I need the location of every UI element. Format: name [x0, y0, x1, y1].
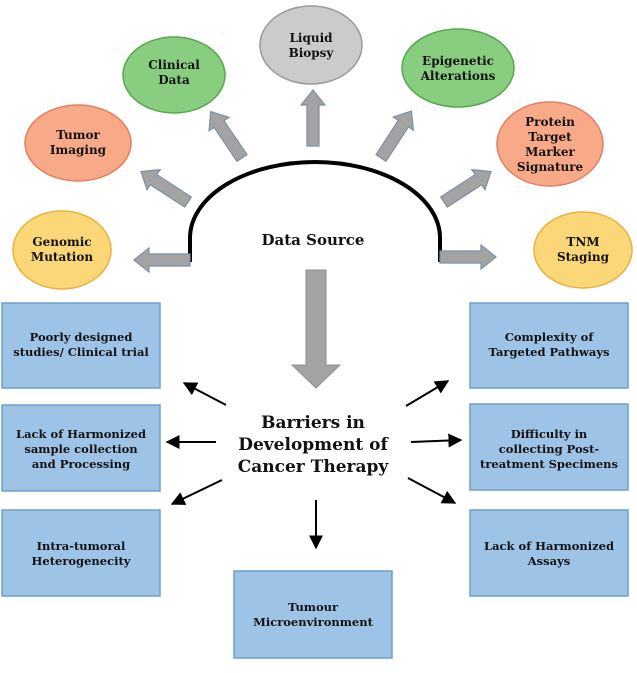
barrier-box-lack-harmonized-sample-line2: sample collection	[24, 442, 138, 456]
source-node-liquid-biopsy-line1: Liquid	[289, 31, 333, 45]
source-node-tnm-line2: Staging	[557, 250, 610, 264]
barrier-box-difficulty-collecting-line1: Difficulty in	[511, 427, 588, 441]
source-node-tumor-imaging-line2: Imaging	[50, 143, 107, 157]
barrier-box-tumour-microenvironment: Tumour Microenvironment	[233, 570, 393, 659]
barrier-box-intra-tumoral: Intra-tumoral Heterogenecity	[1, 509, 161, 597]
barrier-box-poorly-designed-line1: Poorly designed	[30, 330, 133, 344]
barriers-title-line2: Development of	[238, 435, 389, 455]
source-node-tumor-imaging: Tumor Imaging	[24, 104, 132, 182]
arrow-to-clinical	[208, 110, 248, 163]
data-source-arrows	[133, 89, 497, 274]
barrier-box-complexity-pathways-line1: Complexity of	[505, 330, 595, 344]
source-node-tnm: TNM Staging	[533, 211, 633, 289]
data-source-arch	[188, 160, 442, 262]
barrier-box-intra-tumoral-line1: Intra-tumoral	[37, 539, 126, 553]
barrier-connector-arrows	[165, 380, 463, 550]
source-node-protein-line4: Signature	[517, 160, 584, 174]
arrow-to-intra-tumoral	[170, 479, 223, 505]
barrier-box-lack-harmonized-sample-line3: and Processing	[32, 457, 130, 471]
barrier-box-intra-tumoral-line2: Heterogenecity	[32, 554, 131, 568]
arrow-to-protein	[439, 168, 492, 208]
source-node-epigenetic: Epigenetic Alterations	[401, 28, 515, 108]
source-node-genomic: Genomic Mutation	[12, 210, 112, 290]
barrier-box-lack-harmonized-sample: Lack of Harmonized sample collection and…	[1, 404, 161, 492]
arrow-to-poorly-designed	[182, 382, 227, 406]
source-node-genomic-line2: Mutation	[31, 250, 93, 264]
barrier-box-lack-harmonized-assays: Lack of Harmonized Assays	[469, 509, 629, 597]
barrier-box-poorly-designed-line2: studies/ Clinical trial	[13, 345, 149, 359]
barrier-box-difficulty-collecting-line2: collecting Post-	[499, 442, 600, 456]
source-node-protein-line1: Protein	[525, 115, 575, 129]
source-node-liquid-biopsy-line2: Biopsy	[289, 46, 335, 60]
arrow-to-liquid-biopsy	[299, 89, 327, 147]
barrier-box-difficulty-collecting: Difficulty in collecting Post- treatment…	[469, 403, 629, 491]
arrow-to-genomic	[133, 246, 191, 274]
barrier-box-tumour-microenvironment-line1: Tumour	[288, 600, 339, 614]
barrier-box-lack-harmonized-assays-line1: Lack of Harmonized	[484, 539, 614, 553]
barrier-box-lack-harmonized-assays-line2: Assays	[527, 554, 570, 568]
source-node-protein: Protein Target Marker Signature	[496, 101, 604, 187]
source-node-epigenetic-line2: Alterations	[420, 69, 496, 83]
barriers-title-line3: Cancer Therapy	[238, 457, 390, 477]
arrow-to-lack-harmonized-assays	[407, 477, 457, 504]
source-node-protein-line3: Marker	[525, 145, 575, 159]
arrow-to-tumor-imaging	[140, 168, 193, 208]
source-node-clinical-line2: Data	[158, 73, 190, 87]
barriers-title-line1: Barriers in	[261, 413, 365, 433]
arrow-to-tnm	[439, 243, 497, 271]
barrier-box-lack-harmonized-sample-line1: Lack of Harmonized	[16, 427, 146, 441]
barrier-box-complexity-pathways: Complexity of Targeted Pathways	[469, 302, 629, 389]
arrow-to-difficulty-collecting	[410, 433, 463, 448]
source-node-clinical: Clinical Data	[122, 36, 226, 114]
barrier-box-complexity-pathways-line2: Targeted Pathways	[489, 345, 610, 359]
source-node-clinical-line1: Clinical	[148, 58, 200, 72]
arrow-to-complexity-pathways	[405, 380, 450, 407]
arrow-to-epigenetic	[375, 110, 415, 163]
data-source-title: Data Source	[262, 231, 365, 249]
source-node-protein-line2: Target	[528, 130, 572, 144]
source-node-liquid-biopsy: Liquid Biopsy	[259, 5, 363, 85]
source-node-tumor-imaging-line1: Tumor	[56, 128, 100, 142]
barrier-box-poorly-designed: Poorly designed studies/ Clinical trial	[1, 302, 161, 389]
barrier-box-difficulty-collecting-line3: treatment Specimens	[480, 457, 618, 471]
source-node-genomic-line1: Genomic	[32, 235, 91, 249]
data-source-to-barriers-arrow	[290, 269, 342, 389]
source-node-epigenetic-line1: Epigenetic	[422, 54, 494, 68]
barrier-box-tumour-microenvironment-line2: Microenvironment	[253, 615, 373, 629]
source-node-tnm-line1: TNM	[566, 235, 599, 249]
